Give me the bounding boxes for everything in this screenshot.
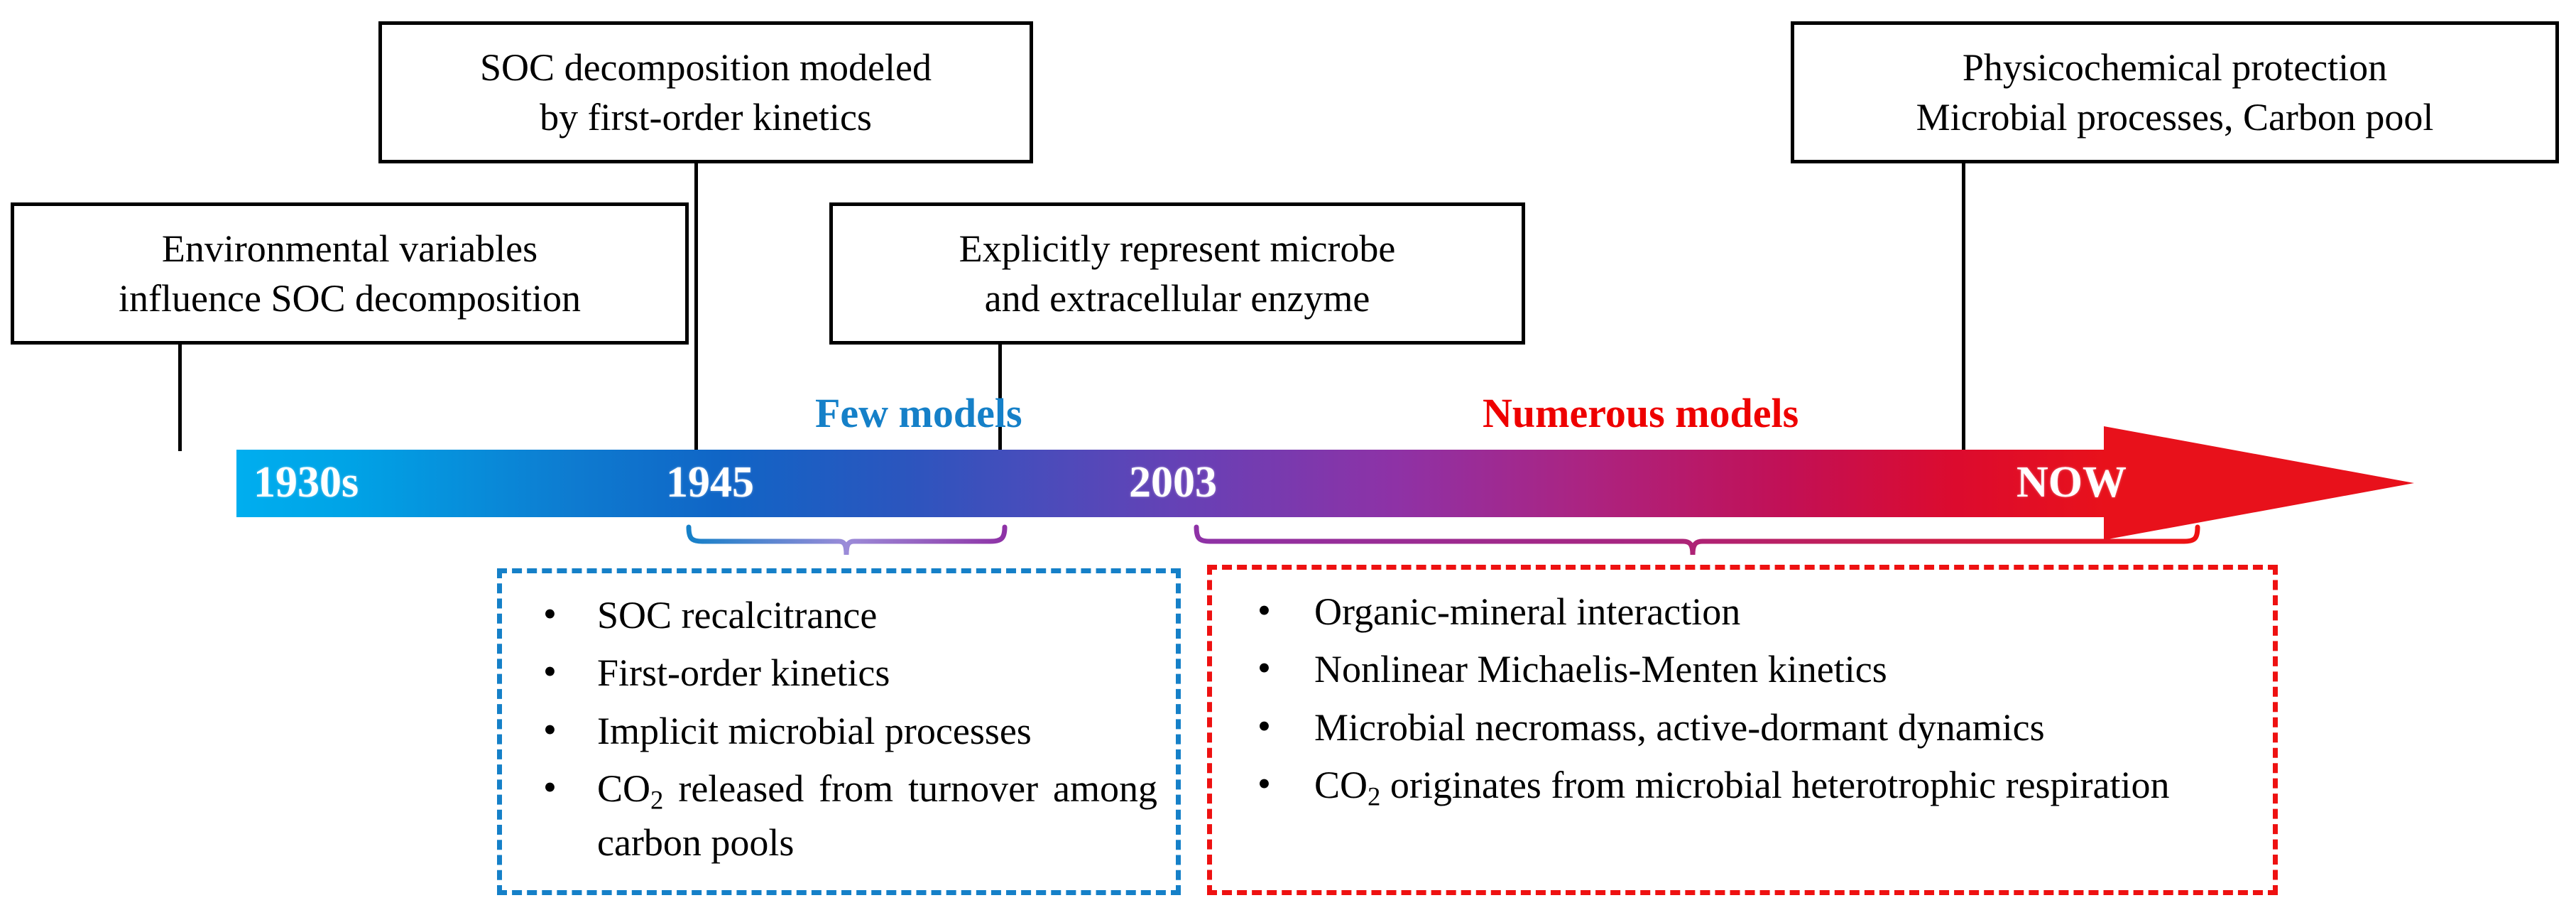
list-item-text: originates from microbial heterotrophic … <box>1380 763 2170 806</box>
callout-line: Physicochemical protection <box>1962 45 2388 89</box>
era-label-few-models: Few models <box>815 390 1022 436</box>
list-item: Organic-mineral interaction <box>1230 585 2254 637</box>
timeline-gradient-bar <box>236 450 2105 517</box>
list-item: Microbial necromass, active-dormant dyna… <box>1230 701 2254 753</box>
timeline-tick-2003: 2003 <box>1129 458 1217 507</box>
panel-early-era-features: SOC recalcitrance First-order kinetics I… <box>497 568 1181 895</box>
callout-line: and extracellular enzyme <box>984 277 1370 320</box>
callout-environmental-variables: Environmental variables influence SOC de… <box>11 202 689 345</box>
list-item: First-order kinetics <box>520 646 1157 698</box>
callout-soc-decomposition-first-order: SOC decomposition modeled by first-order… <box>378 21 1033 163</box>
co2-subscript: 2 <box>650 785 664 815</box>
brace-early-era-icon <box>686 524 1008 556</box>
callout-line: SOC decomposition modeled <box>480 45 932 89</box>
timeline-tick-1930s: 1930s <box>253 458 359 507</box>
callout-line: influence SOC decomposition <box>119 277 581 320</box>
co2-label: CO <box>597 767 651 810</box>
list-item-text: released from turnover among carbon pool… <box>597 767 1157 864</box>
timeline-tick-1945: 1945 <box>666 458 754 507</box>
list-item: SOC recalcitrance <box>520 589 1157 641</box>
callout-physicochemical-protection: Physicochemical protection Microbial pro… <box>1791 21 2559 163</box>
bullet-list-early: SOC recalcitrance First-order kinetics I… <box>520 589 1157 868</box>
list-item: CO2 released from turnover among carbon … <box>520 762 1157 868</box>
callout-explicit-microbe-enzyme: Explicitly represent microbe and extrace… <box>829 202 1525 345</box>
list-item: Implicit microbial processes <box>520 705 1157 757</box>
panel-modern-era-features: Organic-mineral interaction Nonlinear Mi… <box>1207 565 2278 895</box>
callout-line: Microbial processes, Carbon pool <box>1916 96 2434 139</box>
connector-line-now <box>1962 163 1965 451</box>
list-item: Nonlinear Michaelis-Menten kinetics <box>1230 643 2254 695</box>
co2-label: CO <box>1314 763 1368 806</box>
timeline-tick-now: NOW <box>2016 458 2127 507</box>
connector-line-1930s <box>178 345 182 451</box>
bullet-list-modern: Organic-mineral interaction Nonlinear Mi… <box>1230 585 2254 814</box>
brace-modern-era-icon <box>1194 524 2200 556</box>
callout-line: Environmental variables <box>161 227 538 270</box>
callout-line: by first-order kinetics <box>540 96 872 139</box>
list-item: CO2 originates from microbial heterotrop… <box>1230 759 2254 814</box>
connector-line-2003 <box>998 345 1002 451</box>
connector-line-1945 <box>694 163 698 451</box>
era-label-numerous-models: Numerous models <box>1483 390 1799 436</box>
co2-subscript: 2 <box>1368 781 1381 811</box>
callout-line: Explicitly represent microbe <box>959 227 1396 270</box>
timeline-arrowhead-icon <box>2104 426 2414 540</box>
